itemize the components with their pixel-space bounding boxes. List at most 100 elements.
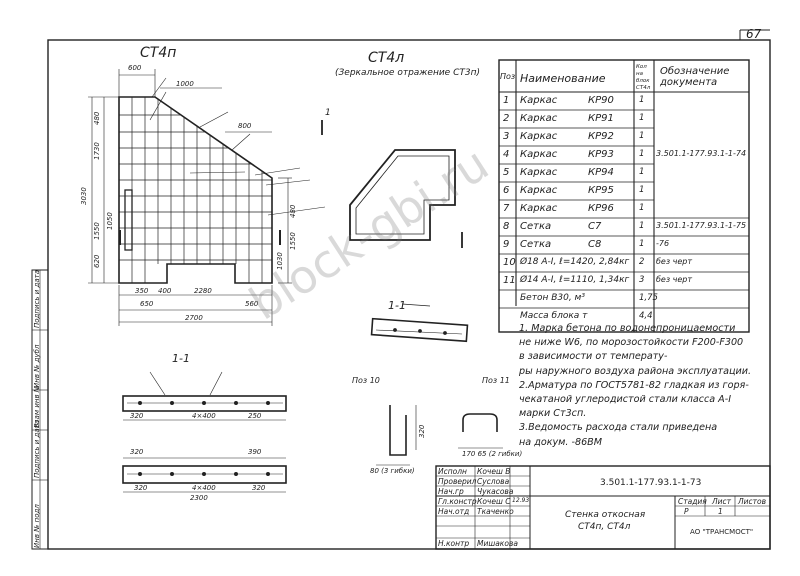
spec-table xyxy=(498,59,750,333)
ct4p-view xyxy=(88,69,326,326)
spec-row-qty: 4,4 xyxy=(639,311,653,321)
note-line: не ниже W6, по морозостойкости F200-F300 xyxy=(519,337,744,349)
spec-row-qty: 1 xyxy=(639,221,645,231)
stamp-name: Суслова xyxy=(477,477,510,486)
dim-label: 480 xyxy=(93,111,101,125)
spec-row-doc: без черт xyxy=(656,257,693,266)
spec-row-doc: 3.501.1-177.93.1-1-74 xyxy=(656,149,747,158)
spec-row-mark: КР96 xyxy=(588,203,614,214)
spec-header-pos: Поз xyxy=(500,72,516,81)
spec-row-name: Ø14 А-I, ℓ=1110, 1,34кг xyxy=(520,275,630,285)
pos11-label: Поз 11 xyxy=(482,376,510,385)
spec-row-name: Ø18 А-I, ℓ=1420, 2,84кг xyxy=(520,257,630,267)
stamp-name: Мишакова xyxy=(477,539,518,548)
stamp-stage-header: Стадия xyxy=(678,497,707,506)
spec-row-mark: КР93 xyxy=(588,149,614,160)
note-line: на докум. -86ВМ xyxy=(519,436,603,448)
dim-label: 800 xyxy=(238,122,252,130)
side-strip-label: Инв № подл xyxy=(33,504,41,548)
stamp-role: Н.контр xyxy=(438,539,470,548)
spec-row-name: Сетка xyxy=(520,239,552,250)
stamp-sheet-value: 1 xyxy=(718,507,723,516)
note-line: 2.Арматура по ГОСТ5781-82 гладкая из гор… xyxy=(519,379,749,391)
dim-label: 400 xyxy=(158,287,172,295)
notes-block: 1. Марка бетона по водонепроницаемости н… xyxy=(519,322,769,450)
stamp-name: Чукасова xyxy=(477,487,514,496)
section-label-right: 1-1 xyxy=(388,299,406,312)
sheet-number: 67 xyxy=(746,27,762,41)
spec-row-name: Масса блока т xyxy=(520,311,588,321)
stamp-name: Кочеш С xyxy=(477,497,511,506)
dim-label: 4×400 xyxy=(192,484,216,492)
spec-row-qty: 1 xyxy=(639,95,645,105)
stamp-sheet-header: Лист xyxy=(712,497,732,506)
dim-label: 600 xyxy=(128,64,142,72)
section-label-bottom: 1-1 xyxy=(172,352,190,365)
spec-row-name: Каркас xyxy=(520,185,558,196)
spec-row-qty: 1 xyxy=(639,167,645,177)
spec-row-name: Каркас xyxy=(520,131,558,142)
spec-row-name: Каркас xyxy=(520,203,558,214)
spec-row-mark: КР95 xyxy=(588,185,614,196)
spec-row-qty: 3 xyxy=(639,275,645,285)
spec-row-pos: 10 xyxy=(503,257,516,268)
dim-label: 170 65 (2 гибки) xyxy=(462,450,523,458)
stamp-role: Нач.гр xyxy=(438,487,464,496)
spec-row-qty: 1 xyxy=(639,113,645,123)
dim-label: 2700 xyxy=(185,314,203,322)
dim-label: 1550 xyxy=(93,222,101,240)
dim-label: 1730 xyxy=(93,142,101,160)
dim-label: 320 xyxy=(134,484,148,492)
spec-row-pos: 11 xyxy=(503,275,516,286)
spec-header-doc: Обозначение документа xyxy=(660,66,730,88)
spec-row-mark: С8 xyxy=(588,239,602,250)
pos10-bar xyxy=(376,405,417,466)
spec-row-mark: КР90 xyxy=(588,95,614,106)
title-block xyxy=(435,465,771,550)
spec-row-qty: 1 xyxy=(639,131,645,141)
spec-row-pos: 7 xyxy=(503,203,510,214)
dim-label: 480 xyxy=(289,204,297,218)
note-line: в зависимости от температу- xyxy=(519,351,668,363)
side-strip-label: Инв № дубл xyxy=(33,344,41,388)
note-line: 3.Ведомость расхода стали приведена xyxy=(519,422,718,434)
side-strip-label: Подпись и дата xyxy=(33,270,41,328)
spec-row-name: Каркас xyxy=(520,167,558,178)
spec-header-name: Наименование xyxy=(520,72,606,85)
note-line: 1. Марка бетона по водонепроницаемости xyxy=(519,323,736,334)
pos10-label: Поз 10 xyxy=(352,376,380,385)
stamp-name: Ткаченко xyxy=(477,507,514,516)
pos11-bar xyxy=(458,413,503,449)
stamp-date: 12.93 xyxy=(512,497,530,504)
note-line: чекатаной углеродистой стали класса А-I xyxy=(519,394,732,406)
dim-label: 320 xyxy=(418,424,426,438)
stamp-title-1: Стенка откосная xyxy=(565,510,646,520)
spec-row-qty: 1,75 xyxy=(639,293,658,303)
view-title-ct4l: СТ4л xyxy=(368,50,405,66)
spec-row-name: Бетон В30, м³ xyxy=(520,293,585,303)
stamp-org: АО "ТРАНСМОСТ" xyxy=(690,528,754,536)
stamp-name: Кочеш В xyxy=(477,467,511,476)
ct4l-view xyxy=(321,120,463,248)
spec-row-name: Каркас xyxy=(520,113,558,124)
stamp-role: Исполн xyxy=(438,467,467,476)
section-1-1-right xyxy=(370,303,469,343)
dim-label: 650 xyxy=(140,300,154,308)
spec-row-qty: 2 xyxy=(639,257,645,267)
dim-label: 620 xyxy=(93,254,101,268)
stamp-code: 3.501.1-177.93.1-1-73 xyxy=(600,478,702,488)
dim-label: 250 xyxy=(248,412,262,420)
dim-label: 1000 xyxy=(176,80,194,88)
section-cut-label: 1 xyxy=(325,108,331,118)
spec-row-pos: 5 xyxy=(503,167,510,178)
spec-row-pos: 2 xyxy=(503,113,510,124)
spec-row-doc: -76 xyxy=(656,239,670,248)
spec-row-pos: 3 xyxy=(503,131,510,142)
dim-label: 320 xyxy=(130,412,144,420)
spec-row-pos: 1 xyxy=(503,95,510,106)
dim-label: 3030 xyxy=(80,187,88,205)
spec-row-pos: 9 xyxy=(503,239,510,250)
spec-row-qty: 1 xyxy=(639,203,645,213)
